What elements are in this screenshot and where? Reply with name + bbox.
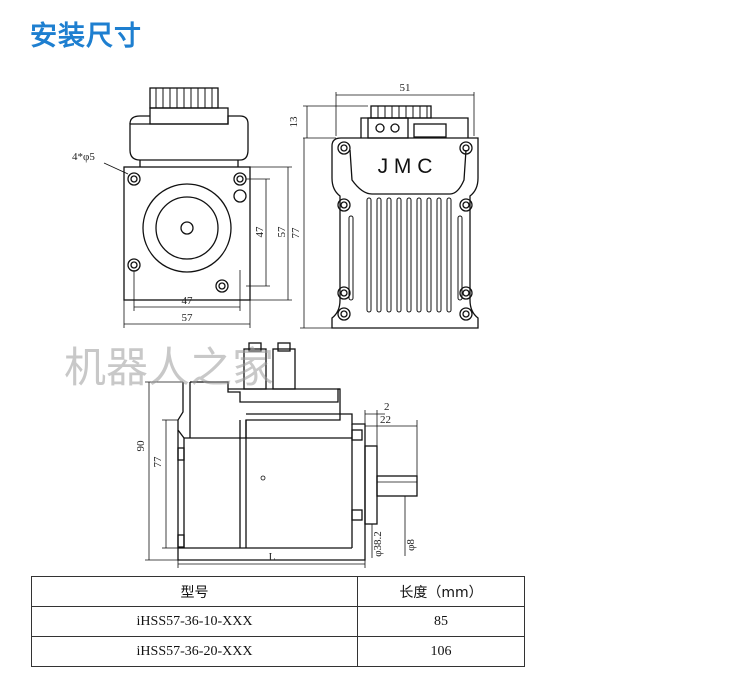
back-connector xyxy=(370,105,432,119)
dim-L: L xyxy=(269,551,276,563)
dim-47-side: 47 xyxy=(254,226,266,238)
dim-38-2: φ38.2 xyxy=(372,531,384,557)
dim-13: 13 xyxy=(288,116,300,128)
table-row: iHSS57-36-20-XXX 106 xyxy=(31,636,525,667)
dim-77-back: 77 xyxy=(290,227,302,239)
back-view xyxy=(331,105,479,329)
front-boss xyxy=(142,183,232,273)
spec-table: 型号 长度（mm） iHSS57-36-10-XXX 85 iHSS57-36-… xyxy=(31,576,525,667)
dim-51: 51 xyxy=(400,82,411,94)
dim-90: 90 xyxy=(135,440,147,452)
dim-77-side: 77 xyxy=(152,456,164,468)
row-length: 106 xyxy=(357,636,525,667)
dimension-drawing: 4*φ5 57 47 47 57 51 13 77 J M C 90 77 2 … xyxy=(64,82,479,568)
front-body xyxy=(123,166,251,301)
dim-57-bottom: 57 xyxy=(182,312,194,324)
dim-47-bottom: 47 xyxy=(182,295,194,307)
jmc-logo-text: J M C xyxy=(378,155,433,178)
hole-callout: 4*φ5 xyxy=(72,151,95,163)
dim-22: 22 xyxy=(380,414,391,426)
row-model: iHSS57-36-10-XXX xyxy=(31,606,358,637)
row-length: 85 xyxy=(357,606,525,637)
row-model: iHSS57-36-20-XXX xyxy=(31,636,358,667)
dim-2: 2 xyxy=(384,401,390,413)
header-length: 长度（mm） xyxy=(357,576,525,607)
table-row: iHSS57-36-10-XXX 85 xyxy=(31,606,525,637)
header-model: 型号 xyxy=(31,576,358,607)
dim-8: φ8 xyxy=(405,539,417,551)
watermark: 机器人之家 xyxy=(64,343,274,392)
table-header-row: 型号 长度（mm） xyxy=(31,576,525,607)
dim-57-side: 57 xyxy=(276,226,288,238)
back-housing xyxy=(331,137,479,329)
page-title: 安装尺寸 xyxy=(30,21,142,52)
front-view xyxy=(103,87,251,301)
side-shaft xyxy=(376,475,418,497)
side-body xyxy=(177,413,366,561)
